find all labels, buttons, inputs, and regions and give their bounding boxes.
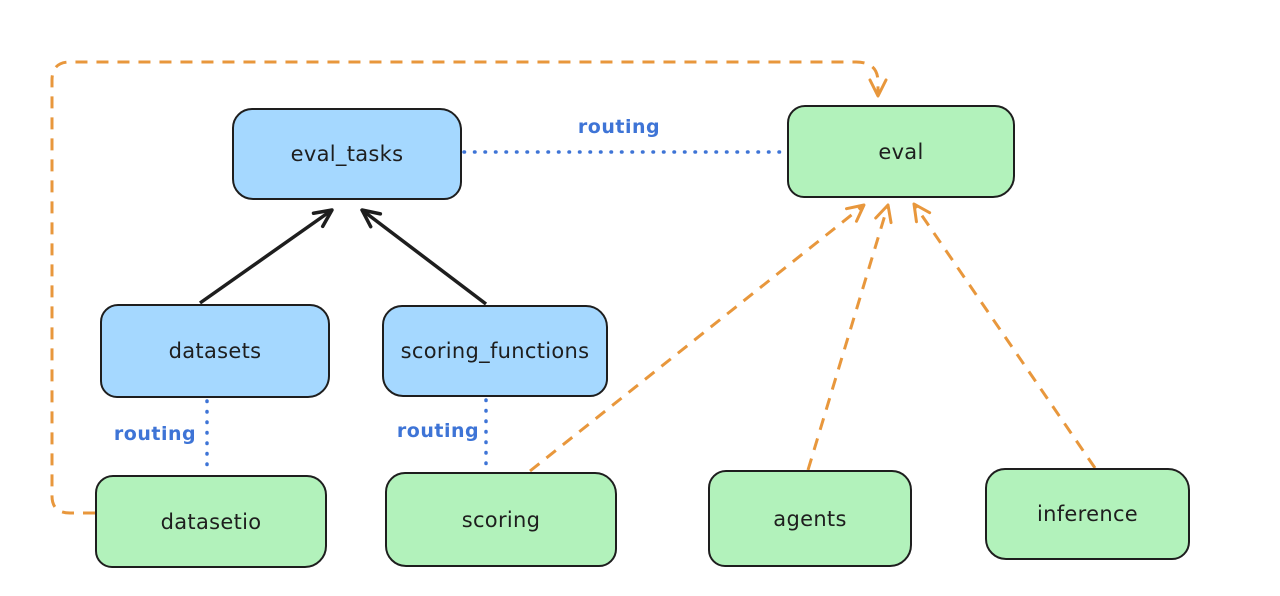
node-scoring-functions-label: scoring_functions <box>400 339 590 363</box>
edge-agents-to-eval <box>806 203 893 471</box>
edge-label-routing-datasets: routing <box>113 423 197 445</box>
node-agents-label: agents <box>773 506 847 531</box>
node-eval-tasks-label: eval_tasks <box>290 142 404 166</box>
node-scoring[interactable]: scoring <box>385 472 617 567</box>
node-datasets[interactable]: datasets <box>100 304 330 398</box>
edge-scoring-to-eval <box>529 203 866 473</box>
node-datasetio[interactable]: datasetio <box>95 475 327 568</box>
edge-label-routing-top: routing <box>577 116 661 138</box>
edge-scoring-functions-to-eval-tasks <box>360 208 488 306</box>
node-scoring-functions[interactable]: scoring_functions <box>382 305 608 397</box>
node-agents[interactable]: agents <box>708 470 912 567</box>
node-inference-label: inference <box>1036 502 1139 526</box>
edge-datasets-to-eval-tasks <box>198 208 334 305</box>
node-eval-label: eval <box>878 139 924 164</box>
edge-label-routing-scoring: routing <box>396 420 480 442</box>
node-scoring-label: scoring <box>461 507 541 532</box>
node-datasets-label: datasets <box>168 339 262 363</box>
node-eval-tasks[interactable]: eval_tasks <box>232 108 462 200</box>
node-datasetio-label: datasetio <box>160 509 262 534</box>
node-eval[interactable]: eval <box>787 105 1015 198</box>
node-inference[interactable]: inference <box>985 468 1190 560</box>
edge-inference-to-eval <box>912 202 1097 469</box>
edge-datasetio-to-eval <box>50 60 888 515</box>
